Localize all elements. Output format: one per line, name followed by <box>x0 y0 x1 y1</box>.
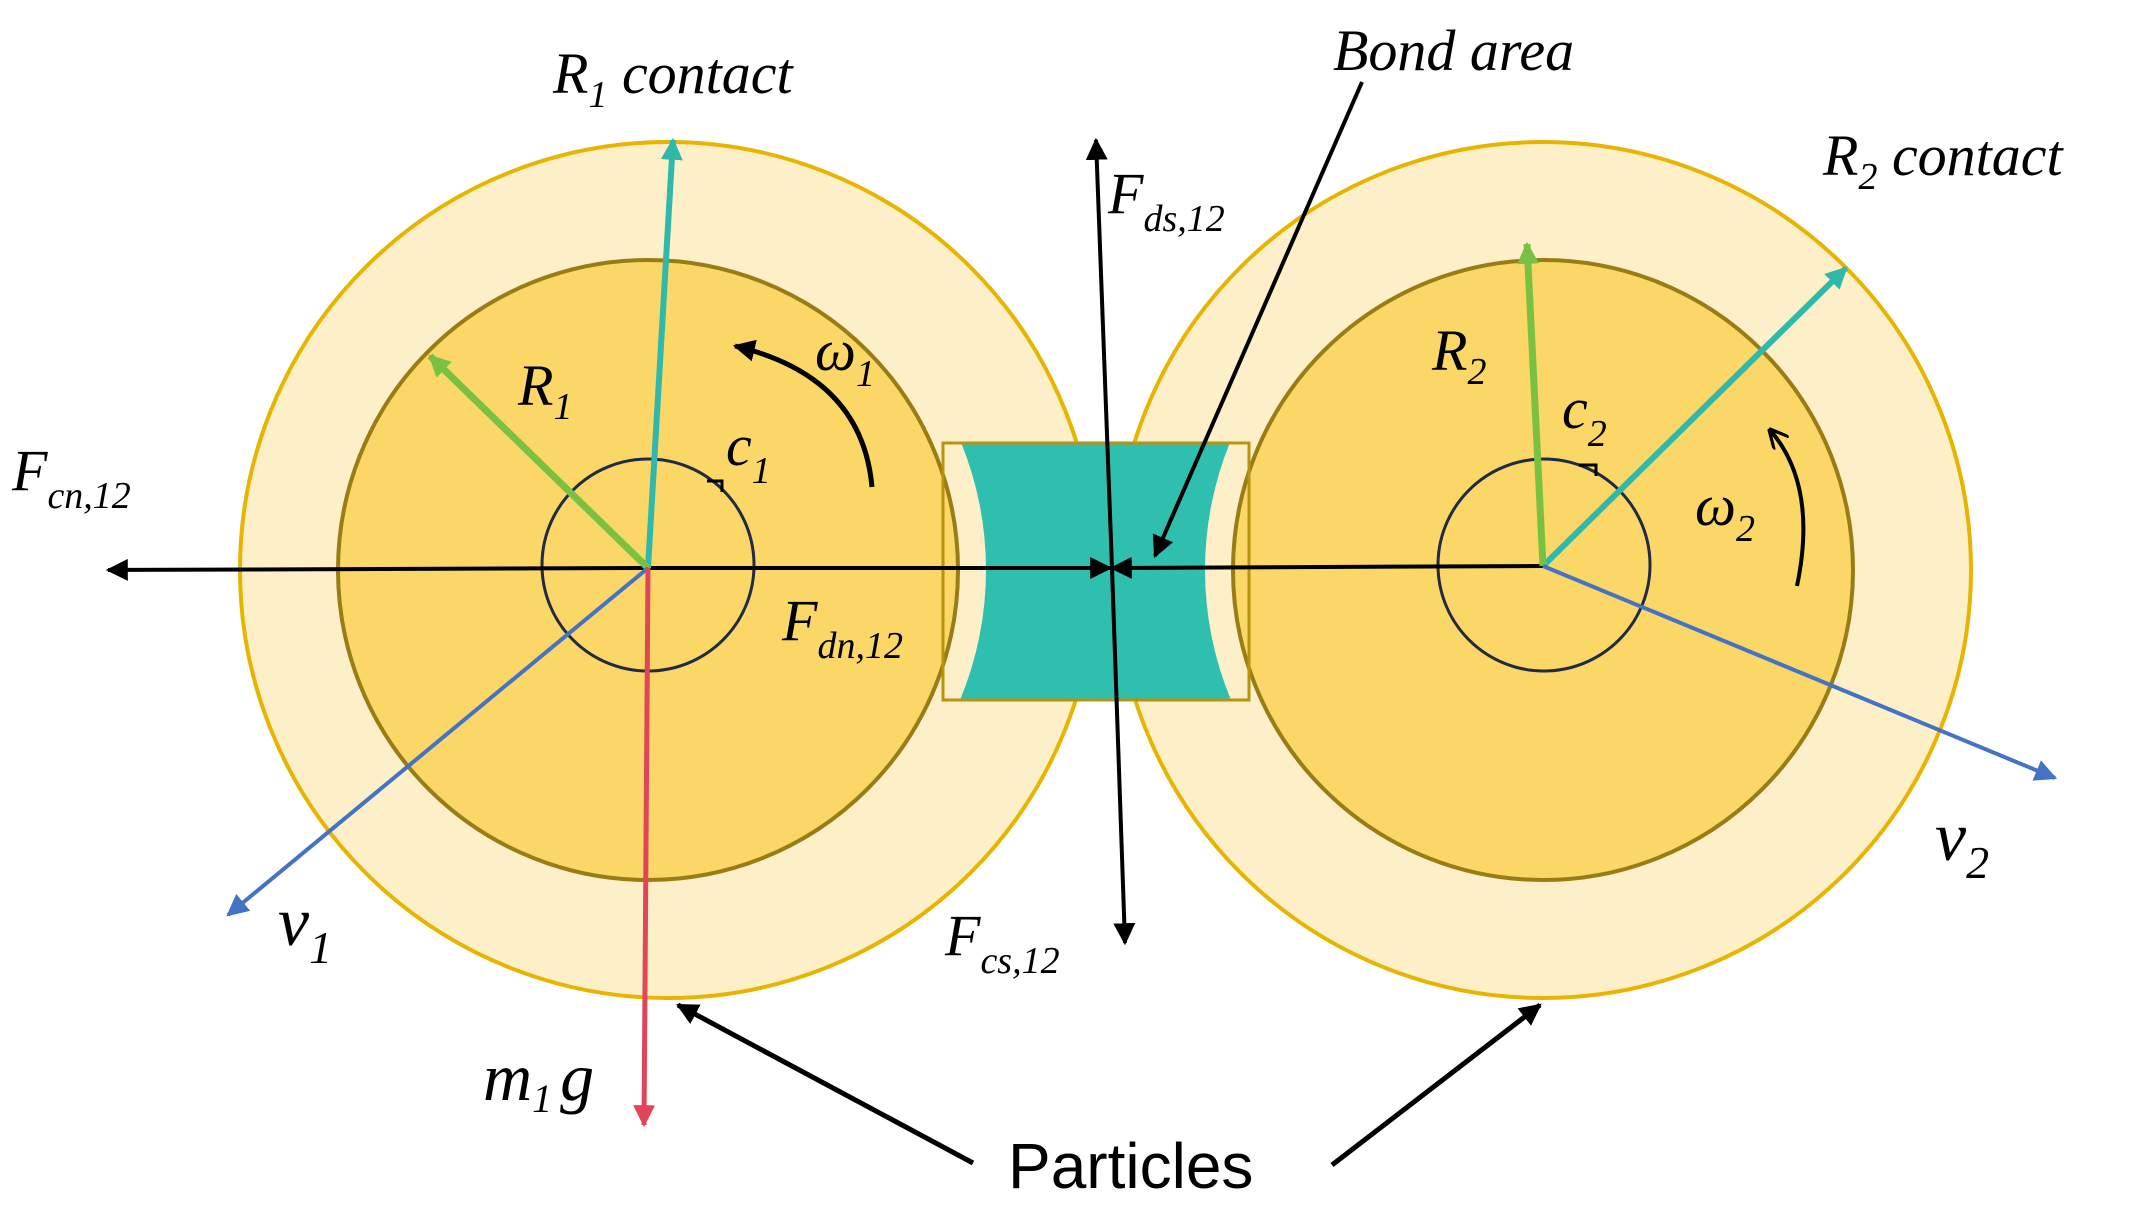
f-cn-label: Fcn,12 <box>11 438 131 517</box>
gravity-arrow <box>633 567 656 1128</box>
r2-arrow <box>1516 241 1547 567</box>
c2-label: c2 <box>1562 376 1607 455</box>
f-cs-label: Fcs,12 <box>944 903 1060 982</box>
particles-pointer-left-arrow <box>676 1002 975 1166</box>
bond-area-pointer-arrow <box>1152 81 1364 559</box>
r2-label: R2 <box>1431 318 1486 393</box>
r1-label: R1 <box>517 353 572 428</box>
f-ds-label: Fds,12 <box>1107 161 1225 240</box>
v2-label: v2 <box>1935 799 1989 888</box>
v1-arrow <box>226 566 650 917</box>
omega2-label: ω2 <box>1695 473 1755 550</box>
v2-arrow <box>1542 564 2058 781</box>
v1-label: v1 <box>278 884 332 973</box>
f-cs-arrow <box>1110 567 1136 946</box>
r1-contact-label: R1 contact <box>552 41 795 116</box>
r1-contact-arrow <box>645 137 683 569</box>
r2-contact-label: R2 contact <box>1822 123 2065 198</box>
particles-pointer-right-arrow <box>1330 1003 1542 1167</box>
c1-tick-icon <box>707 479 724 492</box>
c1-label: c1 <box>726 413 771 492</box>
particles-label: Particles <box>1008 1130 1253 1202</box>
c2-tick-icon <box>1579 463 1598 476</box>
f-dn-label: Fdn,12 <box>781 588 903 667</box>
omega1-label: ω1 <box>815 318 875 395</box>
f-dn-arrow-right <box>1109 556 1544 579</box>
omega1-arc-arrow <box>732 339 875 488</box>
bond-area-label: Bond area <box>1333 18 1574 83</box>
r2-contact-arrow <box>1540 265 1849 569</box>
f-ds-arrow <box>1085 137 1114 569</box>
f-cn-arrow <box>105 558 649 581</box>
omega2-arc-arrow <box>1770 430 1806 587</box>
bond-region <box>941 441 1251 702</box>
r1-arrow <box>427 353 651 571</box>
